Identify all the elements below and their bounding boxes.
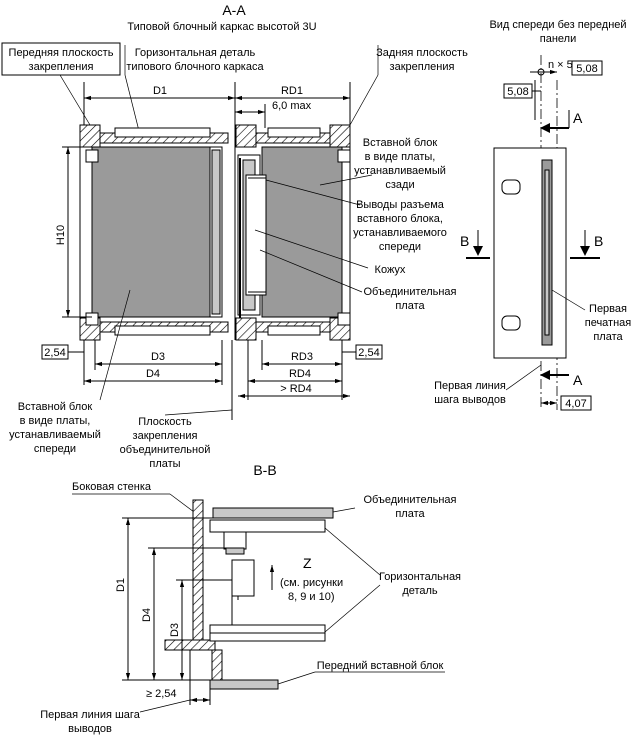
front-unit-label: Вставной блок bbox=[18, 401, 93, 413]
bb-horizontal-label: Горизонтальная bbox=[379, 571, 461, 583]
rear-unit-leader bbox=[319, 174, 373, 186]
rd1-label: RD1 bbox=[281, 85, 303, 97]
section-aa-title: А-А bbox=[222, 2, 246, 18]
bb-d1-label: D1 bbox=[115, 578, 127, 592]
svg-text:деталь: деталь bbox=[402, 585, 438, 597]
horizontal-part-leader bbox=[124, 74, 141, 136]
svg-text:8, 9 и 10): 8, 9 и 10) bbox=[288, 591, 335, 603]
top-slot bbox=[501, 179, 521, 195]
dim-5-08-label: 5,08 bbox=[507, 86, 528, 98]
horizontal-part-label-2: типового блочного каркаса bbox=[126, 61, 264, 73]
rd4-label: RD4 bbox=[289, 368, 311, 380]
bottom-slot bbox=[501, 315, 521, 331]
right-2-54-label: 2,54 bbox=[358, 347, 379, 359]
svg-text:плата: плата bbox=[593, 331, 623, 343]
backplane-label: Объединительная bbox=[364, 286, 457, 298]
svg-text:объединительной: объединительной bbox=[120, 444, 211, 456]
rd3-label: RD3 bbox=[291, 351, 313, 363]
bb-d3-label: D3 bbox=[169, 623, 181, 637]
bb-backplane-label: Объединительная bbox=[364, 494, 457, 506]
bb-ge-2-54-label: ≥ 2,54 bbox=[146, 688, 177, 700]
svg-text:плата: плата bbox=[395, 508, 425, 520]
rear-plug-in-board bbox=[261, 146, 343, 318]
svg-text:печатная: печатная bbox=[585, 317, 632, 329]
bb-first-pin-label: Первая линия шага bbox=[40, 709, 141, 721]
backplane-leader bbox=[259, 249, 363, 293]
z-note-label: (см. рисунки bbox=[280, 577, 343, 589]
bb-front-plug-in-unit bbox=[209, 679, 279, 690]
svg-text:устанавливаемый: устанавливаемый bbox=[354, 165, 446, 177]
marker-b-left: B bbox=[460, 233, 469, 249]
svg-text:сзади: сзади bbox=[385, 179, 414, 191]
svg-text:устанавливаемый: устанавливаемый bbox=[9, 429, 101, 441]
housing-label: Кожух bbox=[375, 264, 406, 276]
marker-a-top: A bbox=[573, 110, 583, 126]
svg-text:плата: плата bbox=[395, 300, 425, 312]
connector-pins bbox=[245, 174, 267, 296]
bb-first-pin-leader bbox=[139, 699, 191, 713]
side-wall-flange bbox=[164, 639, 216, 651]
bb-front-unit-label: Передний вставной блок bbox=[317, 660, 444, 672]
backplane-plane-leader bbox=[164, 409, 233, 416]
side-wall bbox=[192, 499, 204, 643]
marker-a-bottom: A bbox=[573, 372, 583, 388]
front-plane-label-2: закрепления bbox=[29, 61, 94, 73]
side-wall-label: Боковая стенка bbox=[72, 481, 152, 493]
bb-backplane bbox=[212, 507, 334, 519]
housing-leader bbox=[254, 229, 369, 269]
svg-text:спереди: спереди bbox=[34, 443, 76, 455]
pitch-5-08-label: 5,08 bbox=[576, 63, 597, 75]
front-view-title: Вид спереди без передней bbox=[489, 19, 626, 31]
dim-4-07-box bbox=[560, 395, 592, 411]
first-pcb-label: Первая bbox=[589, 303, 627, 315]
front-plane-label-box bbox=[1, 42, 121, 76]
rear-plane-label: Задняя плоскость bbox=[376, 47, 468, 59]
svg-text:закрепления: закрепления bbox=[133, 430, 198, 442]
d4-label: D4 bbox=[146, 368, 160, 380]
max6-label: 6,0 max bbox=[272, 100, 312, 112]
horizontal-part-label: Горизонтальная деталь bbox=[135, 47, 256, 59]
front-plug-in-board bbox=[91, 146, 221, 318]
left-2-54-label: 2,54 bbox=[44, 347, 65, 359]
svg-text:в виде платы,: в виде платы, bbox=[20, 415, 91, 427]
rear-plane-label-2: закрепления bbox=[390, 61, 455, 73]
h10-label: H10 bbox=[55, 225, 67, 245]
svg-text:спереди: спереди bbox=[379, 241, 421, 253]
svg-text:шага выводов: шага выводов bbox=[434, 394, 506, 406]
svg-text:устанавливаемого: устанавливаемого bbox=[353, 227, 447, 239]
connector-pins-leader bbox=[265, 179, 361, 206]
svg-text:вставного блока,: вставного блока, bbox=[357, 213, 443, 225]
section-bb-title: B-B bbox=[253, 462, 276, 478]
dim-4-07-label: 4,07 bbox=[565, 398, 586, 410]
marker-b-right: B bbox=[594, 233, 603, 249]
d1-label: D1 bbox=[153, 85, 167, 97]
svg-text:в виде платы,: в виде платы, bbox=[365, 151, 436, 163]
backplane-plane-label: Плоскость bbox=[138, 416, 192, 428]
z-label: Z bbox=[303, 555, 312, 571]
rear-unit-label: Вставной блок bbox=[363, 137, 438, 149]
d3-label: D3 bbox=[151, 351, 165, 363]
front-plane-leader bbox=[59, 74, 91, 126]
bb-housing bbox=[231, 559, 255, 597]
first-pin-label: Первая линия bbox=[434, 380, 506, 392]
front-view-title-2: панели bbox=[540, 33, 576, 45]
rear-plane-leader bbox=[349, 74, 379, 126]
first-pcb-leader bbox=[551, 289, 586, 311]
connector-pins-label: Выводы разъема bbox=[356, 199, 445, 211]
svg-text:платы: платы bbox=[149, 458, 180, 470]
front-plane-label: Передняя плоскость bbox=[9, 47, 114, 59]
svg-text:выводов: выводов bbox=[68, 723, 112, 735]
first-pin-leader bbox=[505, 364, 542, 391]
bb-d4-label: D4 bbox=[141, 608, 153, 622]
gt-rd4-label: > RD4 bbox=[280, 383, 312, 395]
top-left-rail bbox=[79, 124, 101, 148]
section-aa-subtitle: Типовой блочный каркас высотой 3U bbox=[127, 21, 316, 33]
front-unit-leader bbox=[99, 289, 131, 401]
